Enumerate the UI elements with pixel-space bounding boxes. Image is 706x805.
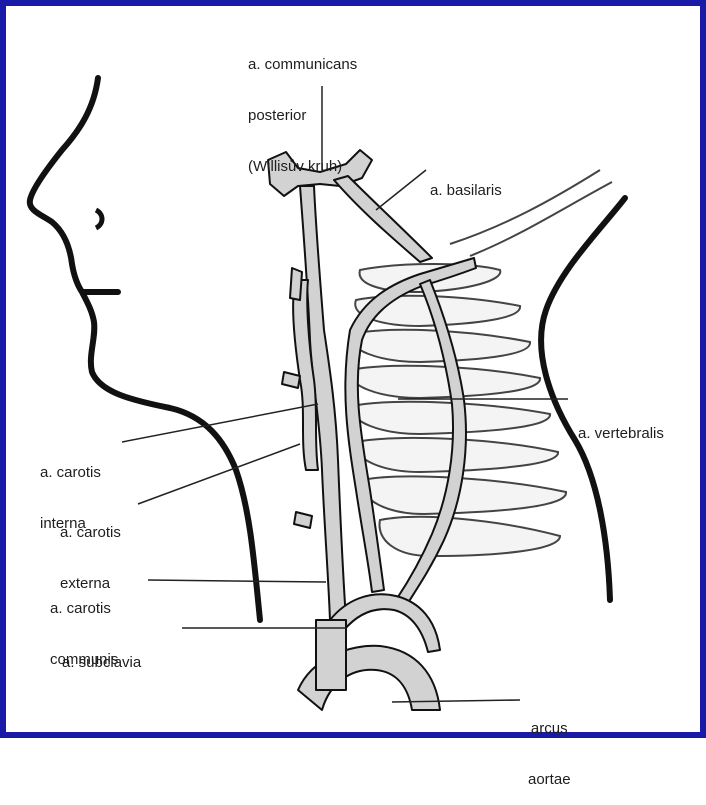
branch-1: [290, 268, 302, 300]
label-subclavia: a. subclavia: [62, 620, 141, 688]
nostril-mark: [96, 210, 102, 228]
label-arcus-aortae: arcus aortae: [528, 686, 571, 805]
label-basilaris: a. basilaris: [430, 148, 502, 216]
branch-3: [294, 512, 312, 528]
leader-basilaris: [376, 170, 426, 210]
leader-carotis-externa: [138, 444, 300, 504]
leader-carotis-communis: [148, 580, 326, 582]
common-carotis: [316, 620, 346, 690]
branch-2: [282, 372, 300, 388]
label-communicans-posterior: a. communicans posterior (Willisův kruh): [248, 22, 357, 192]
label-vertebralis: a. vertebralis: [578, 391, 664, 459]
